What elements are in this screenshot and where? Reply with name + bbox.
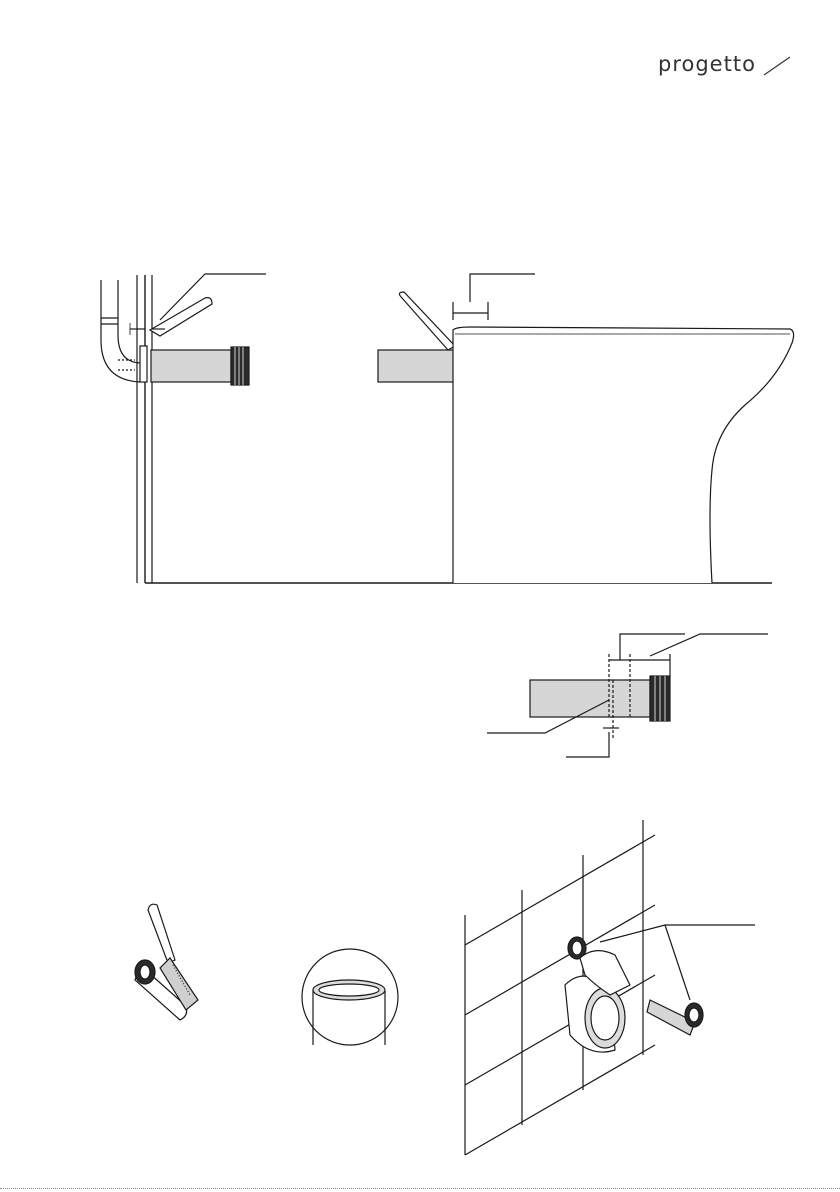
toilet-pan-diagram [378,274,794,583]
chamfered-edge-icon [302,949,398,1045]
page-bottom-divider [0,1188,840,1189]
tiled-wall-fitting-icon [465,820,755,1155]
file-pipe-end-icon [135,904,198,1020]
pipe-cut-detail [487,634,768,757]
